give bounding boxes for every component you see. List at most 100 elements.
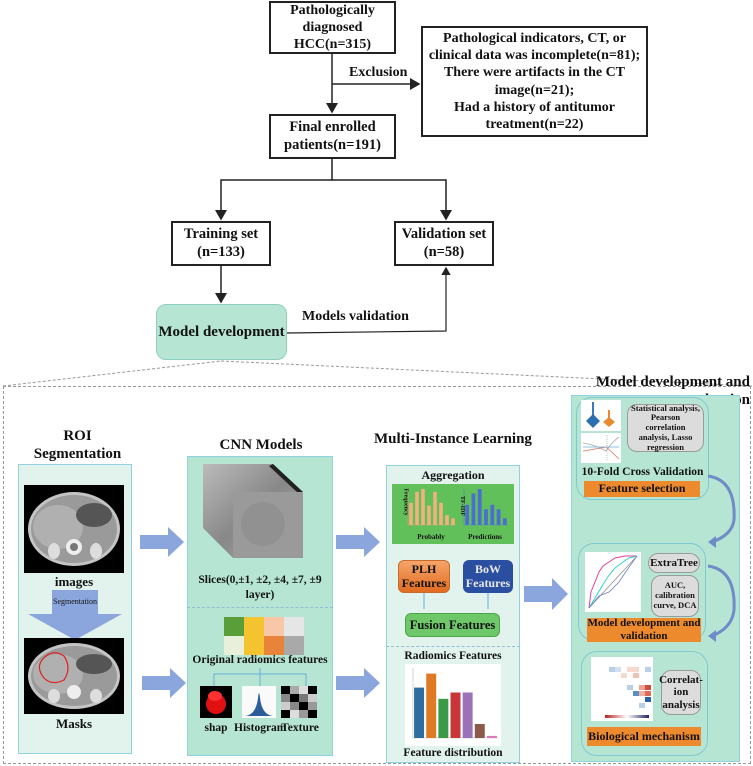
chart-bar (462, 692, 473, 738)
segmentation-label: Segmentation (53, 597, 97, 606)
correlation-heatmap (591, 657, 653, 721)
flowchart-connectors (2, 54, 753, 387)
predictions-axis-label: Predictions (468, 533, 502, 541)
mil-divider (386, 646, 520, 647)
exclusion-criterion: Pathological indicators, CT, or clinical… (428, 31, 641, 64)
statistical-methods-box: Statistical analysis, Pearson correlatio… (627, 402, 704, 452)
chart-bar (471, 493, 476, 525)
curve-arrow-2 (707, 564, 736, 638)
diagnosed-text: Pathologically diagnosed HCC(n=315) (290, 2, 375, 53)
chart-bar (484, 509, 488, 525)
grid-cell (224, 617, 244, 636)
chart-bar (421, 489, 425, 525)
segmentation-arrow (28, 590, 122, 640)
chart-bar (409, 502, 413, 525)
zoom-line-left (2, 360, 222, 387)
feature-selection-bar: Feature selection (584, 481, 700, 497)
validation-count: (n=58) (423, 243, 465, 260)
models-validation-label: Models validation (302, 309, 409, 324)
chart-bar (496, 509, 501, 525)
tumor-contour (38, 652, 69, 684)
chart-bar (502, 518, 507, 525)
card-connector-arrows (707, 474, 736, 642)
model-dev-bar: Model development and validation (587, 617, 701, 642)
feature-selection-label: Feature selection (598, 481, 686, 496)
enrolled-box: Final enrolled patients(n=191) (269, 114, 396, 159)
model-development-box: Model development (156, 304, 287, 360)
model-dev-label: Model development and validation (587, 617, 701, 642)
frequency-histogram (407, 489, 456, 526)
roc-curve-plot (585, 552, 641, 612)
slices-stack-image (203, 464, 303, 558)
chart-bar (486, 735, 497, 738)
grid-cell (244, 636, 264, 655)
grid-cell (224, 636, 244, 655)
ct-image (24, 485, 124, 573)
diagnosed-box: Pathologically diagnosed HCC(n=315) (269, 1, 396, 54)
texture-caption: Texture (281, 722, 319, 734)
chart-bar (439, 502, 443, 525)
correlation-analysis-box: Correlat- ion analysis (659, 670, 703, 715)
flow-arrow (336, 668, 380, 698)
masks-caption: Masks (55, 716, 93, 731)
metrics-text: AUC, calibration curve, DCA (653, 580, 697, 610)
exclusion-label: Exclusion (349, 65, 408, 80)
violin-plot (581, 400, 621, 431)
exclusion-criterion: There were artifacts in the CT image(n=2… (443, 65, 626, 98)
arrow-models-validation (286, 266, 451, 334)
validation-label: Validation set (401, 225, 487, 242)
texture-image (281, 686, 317, 718)
chart-bar (438, 698, 449, 738)
biological-mechanism-bar: Biological mechanism (587, 727, 701, 746)
flow-arrow (524, 578, 568, 610)
curve-arrow-1 (707, 474, 736, 544)
feature-distribution-chart (405, 664, 501, 746)
probably-axis-label: Probably (417, 533, 445, 541)
arrow-to-training (215, 159, 333, 221)
enrolled-text: Final enrolled patients(n=191) (284, 118, 381, 153)
shape-caption: shap (204, 722, 228, 734)
original-radiomics-caption: Original radiomics features (192, 654, 328, 666)
exclusion-box: Pathological indicators, CT, or clinical… (421, 26, 648, 137)
frequency-axis-label: Frequency (402, 488, 409, 516)
fusion-features-label: Fusion Features (409, 617, 496, 632)
roi-title: ROI Segmentation (33, 428, 122, 462)
chart-bar (465, 504, 470, 525)
mil-title: Multi-Instance Learning (374, 431, 532, 447)
correlation-analysis-text: Correlat- ion analysis (659, 673, 703, 711)
radiomics-feature-grid (224, 617, 304, 655)
fusion-features-box: Fusion Features (405, 613, 500, 637)
feature-branch-lines (213, 668, 307, 686)
chart-bar (426, 673, 437, 738)
validation-set-box: Validation set (n=58) (394, 221, 494, 266)
chart-bar (445, 515, 449, 525)
histogram-caption: Histogram (234, 722, 287, 734)
plh-features-box: PLH Features (398, 560, 450, 593)
feature-distribution-caption: Feature distribution (403, 747, 503, 759)
lasso-plot (581, 433, 621, 463)
pipeline-frame (3, 386, 751, 764)
training-set-box: Training set (n=133) (171, 221, 271, 266)
grid-cell (264, 617, 284, 636)
chart-bar (451, 518, 455, 525)
grid-cell (264, 636, 284, 655)
grid-cell (284, 617, 304, 636)
chart-bar (477, 489, 482, 525)
plh-features-label: PLH Features (401, 562, 447, 590)
training-count: (n=133) (197, 243, 245, 260)
statistical-methods-text: Statistical analysis, Pearson correlatio… (631, 402, 700, 452)
aggregation-label: Aggregation (421, 468, 485, 482)
chart-bar (474, 724, 485, 738)
extratree-label: ExtraTree (650, 556, 698, 569)
model-development-text: Model development (158, 323, 285, 340)
tfidf-histogram (463, 489, 508, 526)
grid-cell (284, 636, 304, 655)
flow-arrow (336, 527, 380, 557)
cnn-title: CNN Models (219, 437, 303, 453)
chart-bar (433, 491, 437, 525)
fusion-connectors (423, 593, 489, 609)
flow-arrow (142, 668, 186, 698)
biological-mechanism-label: Biological mechanism (588, 728, 700, 743)
training-label: Training set (183, 225, 259, 242)
images-caption: images (54, 574, 94, 589)
